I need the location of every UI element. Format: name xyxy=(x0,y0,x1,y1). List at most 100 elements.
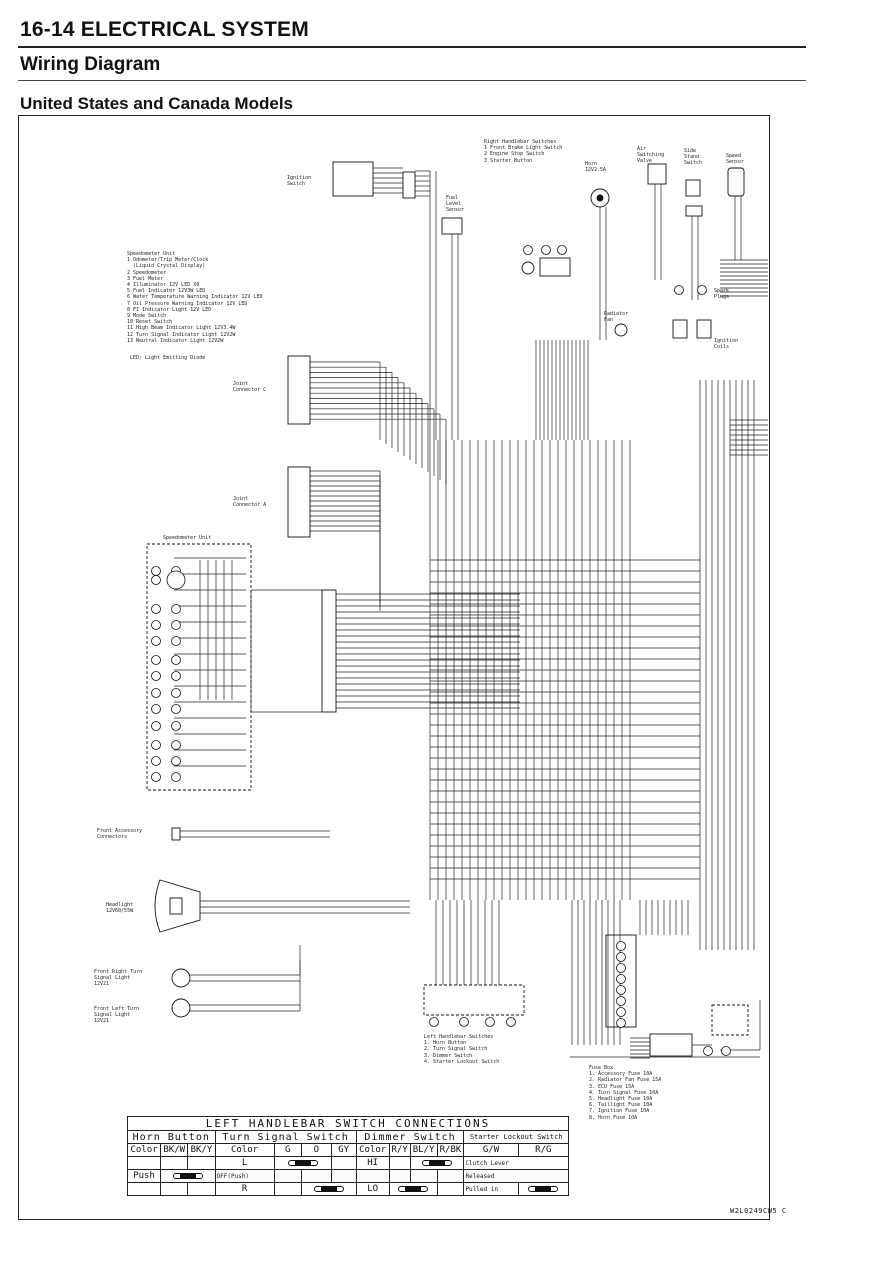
label-led-note: LED: Light Emitting Diode xyxy=(130,355,206,361)
callout-circle xyxy=(171,756,181,766)
joint-connector-a xyxy=(287,466,311,538)
left-handlebar-switch-box xyxy=(423,984,525,1016)
ignition-connector-icon xyxy=(402,171,416,199)
callout-circle xyxy=(697,285,707,295)
lockout-row-label: Pulled in xyxy=(463,1182,519,1196)
callout-circle xyxy=(523,245,533,255)
color-label: Color xyxy=(355,1143,390,1157)
turn-row-label: OFF(Push) xyxy=(214,1169,275,1183)
label-side-stand: Side Stand Switch xyxy=(684,148,703,167)
callout-circle xyxy=(506,1017,516,1027)
col-header: R/BK xyxy=(436,1143,465,1157)
callout-circle xyxy=(616,952,626,962)
speedometer-unit-box xyxy=(146,543,252,791)
color-label: Color xyxy=(214,1143,275,1157)
col-header: R/Y xyxy=(388,1143,411,1157)
callout-circle xyxy=(541,245,551,255)
callout-circle xyxy=(151,772,161,782)
heading-rule xyxy=(18,46,806,48)
turn-row-label: L xyxy=(214,1156,275,1170)
wire-harness xyxy=(174,167,768,1059)
callout-circle xyxy=(151,671,161,681)
models-subtitle: United States and Canada Models xyxy=(20,94,293,113)
label-left-handlebar: Left Handlebar Switches 1. Horn Button 2… xyxy=(424,1034,500,1065)
dimmer-row-label: HI xyxy=(355,1156,390,1170)
callout-circle xyxy=(459,1017,469,1027)
side-stand-icon xyxy=(685,179,701,197)
callout-circle xyxy=(485,1017,495,1027)
callout-circle xyxy=(171,721,181,731)
label-horn: Horn 12V2.5A xyxy=(585,161,607,174)
diagram-frame xyxy=(18,115,770,1220)
callout-circle xyxy=(171,671,181,681)
front-accessory-connector xyxy=(171,827,181,841)
callout-circle xyxy=(151,740,161,750)
label-ignition-switch: Ignition Switch xyxy=(287,175,312,188)
label-front-left-turn: Front Left Turn Signal Light 12V21 xyxy=(94,1006,140,1025)
continuity-bar xyxy=(287,1160,318,1166)
lockout-row-label: Released xyxy=(463,1169,569,1183)
continuity-bar xyxy=(172,1173,203,1179)
callout-circle xyxy=(616,941,626,951)
callout-circle xyxy=(171,704,181,714)
label-speedometer-legend: Speedometer Unit 1 Odometer/Trip Meter/C… xyxy=(127,251,263,344)
speed-sensor-icon xyxy=(727,167,745,197)
continuity-bar xyxy=(422,1160,452,1166)
label-speedometer-unit: Speedometer Unit xyxy=(163,535,212,541)
color-label: Color xyxy=(126,1143,162,1157)
label-fuel-level: Fuel Level Sensor xyxy=(446,195,465,214)
drawing-code: W2L0249CW5 C xyxy=(730,1207,787,1215)
label-ignition-coils: Ignition Coils xyxy=(714,338,739,351)
label-right-handlebar: Right Handlebar Switches 1 Front Brake L… xyxy=(484,139,563,164)
callout-circle xyxy=(151,636,161,646)
label-spark-plugs: Spark Plugs xyxy=(714,288,730,301)
callout-circle xyxy=(616,996,626,1006)
label-air-switching: Air Switching Valve xyxy=(637,146,665,165)
turn-row-label: R xyxy=(214,1182,275,1196)
title-rule xyxy=(18,80,806,81)
callout-circle xyxy=(171,655,181,665)
radiator-fan-icon xyxy=(614,323,628,337)
number-callouts xyxy=(151,245,731,1056)
label-radiator-fan: Radiator Fan xyxy=(604,311,629,324)
joint-connector-c xyxy=(287,355,311,425)
label-speed-sensor: Speed Sensor xyxy=(726,153,745,166)
col-header: BL/Y xyxy=(409,1143,438,1157)
front-brake-switch-icon xyxy=(521,261,535,275)
ignition-switch-icon xyxy=(332,161,374,197)
continuity-bar xyxy=(313,1186,344,1192)
callout-circle xyxy=(151,620,161,630)
callout-circle xyxy=(151,756,161,766)
group-lockout: Starter Lockout Switch xyxy=(463,1130,569,1144)
ignition-coil-icon-2 xyxy=(696,319,712,339)
air-valve-icon xyxy=(647,163,667,185)
label-front-right-turn: Front Right Turn Signal Light 12V21 xyxy=(94,969,143,988)
col-header: BK/W xyxy=(160,1143,189,1157)
callout-circle xyxy=(151,604,161,614)
relay-box-icon xyxy=(711,1004,749,1036)
col-header: BK/Y xyxy=(187,1143,216,1157)
table-title: LEFT HANDLEBAR SWITCH CONNECTIONS xyxy=(127,1116,569,1131)
continuity-bar xyxy=(398,1186,429,1192)
col-header: G xyxy=(273,1143,302,1157)
group-dimmer: Dimmer Switch xyxy=(355,1130,465,1144)
callout-circle xyxy=(151,688,161,698)
group-turn: Turn Signal Switch xyxy=(214,1130,357,1144)
callout-circle xyxy=(151,575,161,585)
col-header: O xyxy=(300,1143,332,1157)
page-title: Wiring Diagram xyxy=(20,54,161,75)
label-fuse-box: Fuse Box 1. Accessory Fuse 10A 2. Radiat… xyxy=(589,1065,662,1121)
callout-circle xyxy=(616,974,626,984)
col-header: R/G xyxy=(517,1143,570,1157)
left-handlebar-switch-table: LEFT HANDLEBAR SWITCH CONNECTIONS Horn B… xyxy=(126,1116,570,1196)
callout-circle xyxy=(429,1017,439,1027)
horn-row-label: Push xyxy=(126,1169,162,1183)
dimmer-row-label: LO xyxy=(355,1182,390,1196)
callout-circle xyxy=(171,636,181,646)
callout-circle xyxy=(674,285,684,295)
callout-circle xyxy=(151,655,161,665)
callout-circle xyxy=(151,566,161,576)
lockout-row-label: Clutch Lever xyxy=(463,1156,569,1170)
callout-circle xyxy=(166,570,186,590)
